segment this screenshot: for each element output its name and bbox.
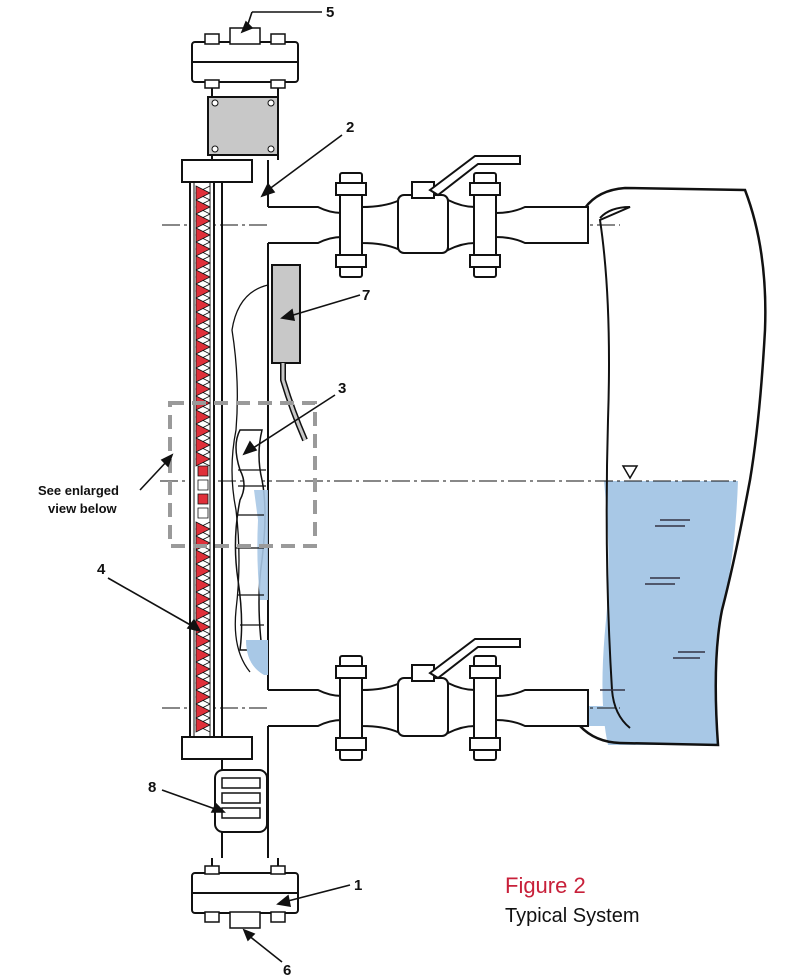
indicator-flag: [195, 353, 211, 369]
enlarged-view-box: [168, 401, 317, 548]
indicator-flag: [195, 661, 211, 677]
indicator-flag: [197, 465, 209, 477]
indicator-flag: [195, 675, 211, 691]
indicator-flag: [195, 339, 211, 355]
callout-7: 7: [362, 287, 370, 304]
indicator-flag: [195, 703, 211, 719]
indicator-flag: [195, 297, 211, 313]
indicator-flag: [195, 577, 211, 593]
callout-4: 4: [97, 561, 106, 578]
callout-6: 6: [283, 962, 291, 979]
vessel-liquid: [602, 481, 738, 745]
callout-8: 8: [148, 779, 156, 796]
indicator-flag: [195, 255, 211, 271]
indicator-flag: [195, 563, 211, 579]
vessel-outer-wall: [579, 186, 767, 747]
indicator-flag: [195, 451, 211, 467]
indicator-flag: [195, 325, 211, 341]
indicator-flag: [195, 409, 211, 425]
indicator-flags: [195, 185, 211, 733]
upper-process-connection: [268, 155, 589, 278]
indicator-flag: [195, 213, 211, 229]
lower-process-connection: [268, 638, 589, 761]
callout-5: 5: [326, 4, 334, 21]
indicator-flag: [195, 241, 211, 257]
transmitter-probe: [271, 264, 308, 442]
indicator-flag: [195, 717, 211, 733]
enlarged-view-note-line1: See enlarged: [38, 483, 119, 498]
indicator-flag: [195, 381, 211, 397]
triangle-level-icon: [621, 465, 639, 480]
upper-valve-body: [397, 194, 449, 254]
indicator-flag: [195, 185, 211, 201]
indicator-flag: [195, 199, 211, 215]
lower-valve-handle: [428, 638, 521, 680]
vessel: [578, 186, 767, 747]
top-switch-box: [207, 96, 279, 156]
enlarged-view-note-line2: view below: [48, 501, 118, 516]
indicator-flag: [195, 591, 211, 607]
figure-caption: Typical System: [505, 905, 639, 927]
indicator-flag: [195, 689, 211, 705]
leader-lines: [107, 11, 361, 963]
indicator-flag: [195, 423, 211, 439]
figure-number: Figure 2: [505, 873, 586, 898]
indicator-flag: [195, 647, 211, 663]
indicator-flag: [195, 227, 211, 243]
indicator-flag: [197, 493, 209, 505]
callout-2: 2: [346, 119, 354, 136]
upper-valve-handle: [428, 155, 521, 197]
gauge-chamber: [181, 27, 299, 929]
indicator-flag: [195, 269, 211, 285]
indicator-flag: [195, 367, 211, 383]
indicator-flag: [197, 479, 209, 491]
lower-valve-body: [397, 677, 449, 737]
callout-3: 3: [338, 380, 346, 397]
indicator-flag: [195, 311, 211, 327]
indicator-flag: [195, 605, 211, 621]
indicator-flag: [195, 549, 211, 565]
indicator-flag: [195, 437, 211, 453]
indicator-flag: [195, 521, 211, 537]
callout-1: 1: [354, 877, 362, 894]
indicator-flag: [197, 507, 209, 519]
indicator-flag: [195, 283, 211, 299]
liquid-wave-marks: [600, 519, 705, 691]
cutaway-line: [231, 284, 269, 673]
indicator-flag: [195, 633, 211, 649]
